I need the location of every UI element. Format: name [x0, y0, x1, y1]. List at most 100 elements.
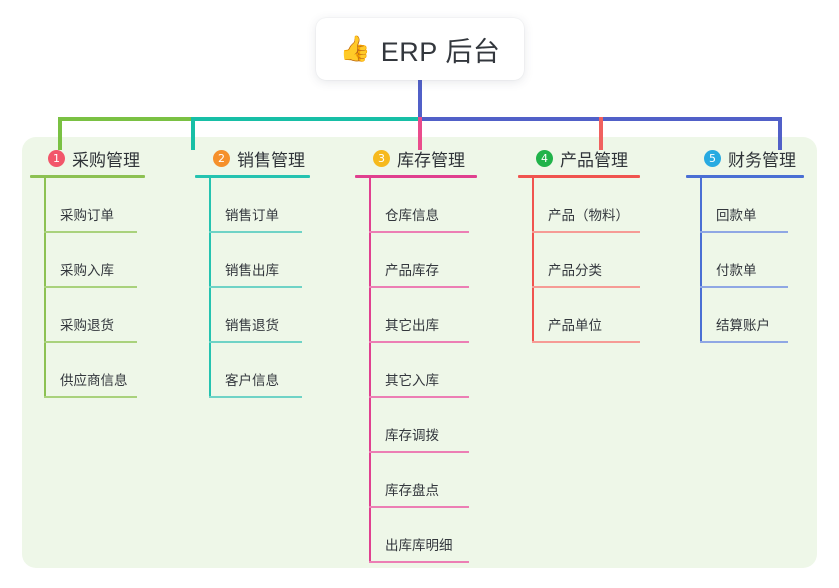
branch-item-label: 回款单 — [716, 208, 757, 223]
branch-column-4[interactable]: 4 产品管理产品（物料） 产品分类产品单位 — [518, 145, 640, 343]
branch-column-3[interactable]: 3 库存管理仓库信息产品库存其它出库其它入库库存调拨库存盘点出库库明细 — [355, 145, 477, 563]
branch-item-label: 产品库存 — [385, 263, 439, 278]
branch-item-label: 供应商信息 — [60, 373, 128, 388]
branch-item-label: 销售订单 — [225, 208, 279, 223]
branch-item[interactable]: 采购退货 — [30, 288, 145, 343]
branch-number-badge: 3 — [373, 149, 390, 167]
branch-header-3[interactable]: 3 库存管理 — [355, 145, 477, 171]
branch-item-underline — [700, 231, 788, 233]
branch-item-list: 产品（物料） 产品分类产品单位 — [518, 178, 640, 343]
branch-header-2[interactable]: 2 销售管理 — [195, 145, 310, 171]
branch-item-label: 库存调拨 — [385, 428, 439, 443]
branch-number-badge: 5 — [704, 149, 721, 167]
branch-column-2[interactable]: 2 销售管理销售订单销售出库销售退货客户信息 — [195, 145, 310, 398]
branch-item-underline — [369, 231, 469, 233]
branch-item[interactable]: 采购订单 — [30, 178, 145, 233]
branch-item-list: 仓库信息产品库存其它出库其它入库库存调拨库存盘点出库库明细 — [355, 178, 477, 563]
branch-item[interactable]: 产品单位 — [518, 288, 640, 343]
branch-item-list: 回款单付款单结算账户 — [686, 178, 804, 343]
branch-item[interactable]: 其它出库 — [355, 288, 477, 343]
branch-item-underline — [44, 286, 137, 288]
branch-item-label: 结算账户 — [716, 318, 770, 333]
branch-item-label: 客户信息 — [225, 373, 279, 388]
branch-item-underline — [44, 231, 137, 233]
branch-item[interactable]: 库存调拨 — [355, 398, 477, 453]
branch-spine — [700, 178, 702, 343]
branch-item-underline — [532, 231, 640, 233]
branch-item[interactable]: 库存盘点 — [355, 453, 477, 508]
branch-item[interactable]: 产品分类 — [518, 233, 640, 288]
branch-column-1[interactable]: 1 采购管理采购订单采购入库采购退货供应商信息 — [30, 145, 145, 398]
branch-header-1[interactable]: 1 采购管理 — [30, 145, 145, 171]
branch-item-underline — [532, 286, 640, 288]
branch-item-underline — [209, 286, 302, 288]
branch-header-5[interactable]: 5 财务管理 — [686, 145, 804, 171]
branch-item-underline — [44, 341, 137, 343]
branch-item[interactable]: 产品（物料） — [518, 178, 640, 233]
diagram-panel-background — [22, 137, 817, 568]
branch-column-5[interactable]: 5 财务管理回款单付款单结算账户 — [686, 145, 804, 343]
branch-header-underline — [518, 175, 640, 178]
branch-item-label: 产品单位 — [548, 318, 602, 333]
branch-item-underline — [700, 286, 788, 288]
root-node-card[interactable]: 👍 ERP 后台 — [316, 18, 524, 80]
branch-item-underline — [209, 231, 302, 233]
branch-item-underline — [369, 561, 469, 563]
branch-item[interactable]: 付款单 — [686, 233, 804, 288]
branch-number-badge: 1 — [48, 149, 65, 167]
branch-item-underline — [369, 506, 469, 508]
branch-item-underline — [700, 341, 788, 343]
branch-spine — [44, 178, 46, 398]
branch-item-label: 采购退货 — [60, 318, 114, 333]
branch-item-underline — [209, 396, 302, 398]
branch-item-underline — [209, 341, 302, 343]
branch-item[interactable]: 销售出库 — [195, 233, 310, 288]
branch-title: 财务管理 — [728, 150, 796, 170]
branch-item[interactable]: 供应商信息 — [30, 343, 145, 398]
branch-item-underline — [369, 341, 469, 343]
branch-item[interactable]: 销售订单 — [195, 178, 310, 233]
branch-item-underline — [532, 341, 640, 343]
branch-item-list: 销售订单销售出库销售退货客户信息 — [195, 178, 310, 398]
branch-number-badge: 2 — [213, 149, 230, 167]
branch-item-underline — [369, 286, 469, 288]
branch-spine — [532, 178, 534, 343]
branch-header-4[interactable]: 4 产品管理 — [518, 145, 640, 171]
branch-number-badge: 4 — [536, 149, 553, 167]
branch-item-label: 仓库信息 — [385, 208, 439, 223]
branch-item-label: 销售退货 — [225, 318, 279, 333]
branch-item-label: 产品（物料） — [548, 208, 629, 223]
branch-item-label: 其它入库 — [385, 373, 439, 388]
branch-item-label: 采购订单 — [60, 208, 114, 223]
thumbs-up-icon: 👍 — [339, 34, 371, 63]
branch-header-underline — [30, 175, 145, 178]
branch-title: 产品管理 — [560, 150, 628, 170]
branch-item-label: 出库库明细 — [385, 538, 453, 553]
branch-header-underline — [355, 175, 477, 178]
branch-item-label: 采购入库 — [60, 263, 114, 278]
branch-item[interactable]: 销售退货 — [195, 288, 310, 343]
root-node-title: ERP 后台 — [380, 36, 501, 67]
branch-item-label: 销售出库 — [225, 263, 279, 278]
branch-item[interactable]: 客户信息 — [195, 343, 310, 398]
branch-spine — [209, 178, 211, 398]
branch-item-underline — [369, 451, 469, 453]
branch-item[interactable]: 产品库存 — [355, 233, 477, 288]
branch-item[interactable]: 仓库信息 — [355, 178, 477, 233]
branch-item[interactable]: 采购入库 — [30, 233, 145, 288]
branch-item-label: 产品分类 — [548, 263, 602, 278]
branch-spine — [369, 178, 371, 563]
branch-item[interactable]: 结算账户 — [686, 288, 804, 343]
branch-title: 采购管理 — [72, 150, 140, 170]
branch-item-underline — [44, 396, 137, 398]
branch-title: 库存管理 — [397, 150, 465, 170]
branch-item-label: 库存盘点 — [385, 483, 439, 498]
branch-item[interactable]: 其它入库 — [355, 343, 477, 398]
branch-item-list: 采购订单采购入库采购退货供应商信息 — [30, 178, 145, 398]
branch-item-label: 其它出库 — [385, 318, 439, 333]
branch-item[interactable]: 出库库明细 — [355, 508, 477, 563]
branch-title: 销售管理 — [237, 150, 305, 170]
branch-item[interactable]: 回款单 — [686, 178, 804, 233]
branch-header-underline — [195, 175, 310, 178]
branch-item-underline — [369, 396, 469, 398]
